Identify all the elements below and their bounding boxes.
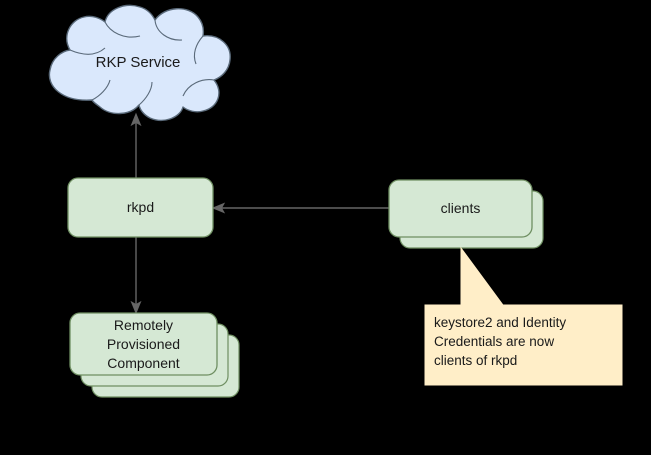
cloud-shape-rkp-service[interactable] (48, 4, 231, 122)
rpc-box[interactable] (69, 312, 218, 376)
edge-rkpd-to-cloud[interactable] (130, 112, 142, 178)
clients-box[interactable] (388, 179, 533, 238)
edge-clients-to-rkpd[interactable] (211, 202, 389, 214)
edge-rkpd-to-rpc[interactable] (130, 237, 142, 315)
rkpd-box[interactable] (67, 177, 214, 238)
callout-note[interactable] (424, 246, 623, 386)
